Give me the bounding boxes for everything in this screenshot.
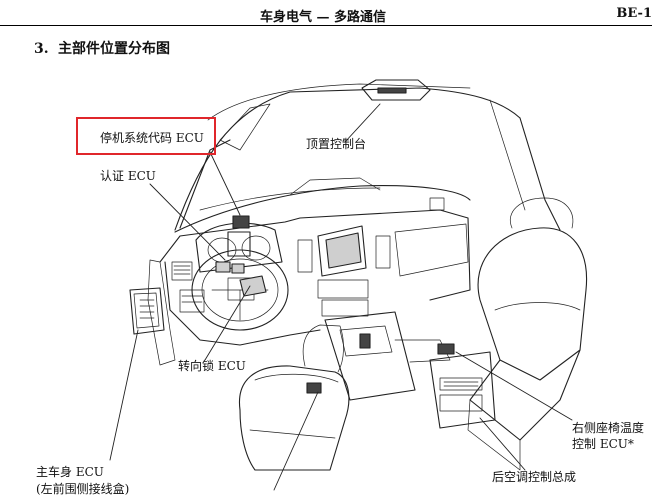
section-title: 主部件位置分布图: [58, 41, 170, 57]
highlight-box: [76, 117, 216, 155]
callout-seat-heater-ecu-line1: 右侧座椅温度: [572, 421, 645, 435]
main-body-ecu-shape: [129, 287, 165, 335]
callout-seat-heater-ecu-line2: 控制 ECU*: [572, 437, 634, 451]
callout-main-body-ecu: 主车身 ECU: [36, 465, 104, 479]
header-rule: [0, 25, 652, 26]
section-number: 3.: [34, 41, 49, 57]
chapter-title: 车身电气 — 多路通信: [260, 10, 387, 25]
section-heading: 3. 主部件位置分布图: [34, 38, 170, 58]
callout-steering-lock-ecu: 转向锁 ECU: [178, 359, 246, 373]
callout-overhead-console: 顶置控制台: [306, 137, 367, 151]
callout-rear-ac-control: 后空调控制总成: [492, 470, 577, 484]
callout-main-body-ecu-note: (左前围侧接线盒): [36, 482, 130, 496]
callout-certification-ecu: 认证 ECU: [100, 169, 156, 183]
overhead-console-shape: [361, 79, 431, 101]
page-header: 车身电气 — 多路通信 BE-1: [0, 0, 652, 26]
callout-immobiliser-ecu: 停机系统代码 ECU: [100, 131, 204, 145]
page-code: BE-1: [616, 6, 652, 21]
